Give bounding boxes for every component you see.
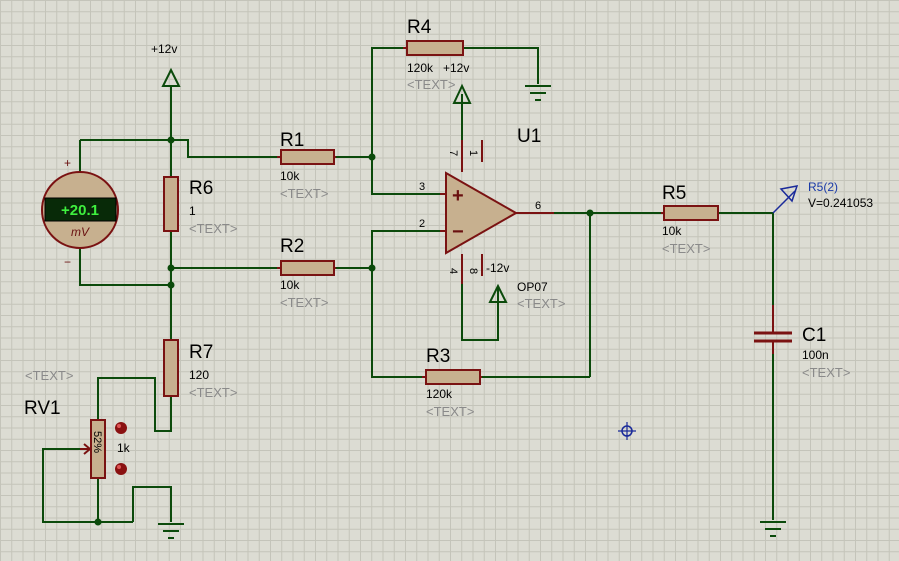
component-value: 10k xyxy=(280,278,300,292)
ground-symbol-r4[interactable] xyxy=(525,85,551,101)
component-value: 1 xyxy=(189,204,196,218)
power-label: +12v xyxy=(151,42,177,56)
placeholder-text: <TEXT> xyxy=(189,385,237,400)
component-value: 120k xyxy=(407,61,434,75)
voltage-probe[interactable]: R5(2) V=0.241053 xyxy=(772,180,873,214)
power-label: +12v xyxy=(443,61,469,75)
probe-reading: V=0.241053 xyxy=(808,196,873,210)
resistor-r4[interactable]: R4 120k <TEXT> xyxy=(403,17,464,92)
component-value: 10k xyxy=(280,169,300,183)
component-value: 120k xyxy=(426,387,453,401)
component-value: 10k xyxy=(662,224,682,238)
power-terminal-top[interactable]: +12v xyxy=(151,42,181,87)
component-ref: R2 xyxy=(280,236,304,257)
capacitor-c1[interactable]: C1 100n <TEXT> xyxy=(754,305,850,380)
power-terminal-opamp-neg[interactable]: -12v xyxy=(486,261,509,303)
component-value: 120 xyxy=(189,368,209,382)
component-ref: R7 xyxy=(189,342,213,363)
opamp-u1[interactable]: + − 3 2 6 7 1 4 8 U1 OP07 <TEXT> xyxy=(419,126,565,311)
pin-number: 8 xyxy=(467,268,479,274)
placeholder-text: <TEXT> xyxy=(189,221,237,236)
origin-marker-icon[interactable] xyxy=(618,422,636,440)
component-ref: R5 xyxy=(662,183,686,204)
junction-dot xyxy=(368,153,376,161)
meter-minus-label: − xyxy=(64,255,71,269)
junction-dot xyxy=(167,264,175,272)
junction-dot xyxy=(368,264,376,272)
power-terminal-opamp-pos[interactable]: +12v xyxy=(443,61,472,104)
component-value: 100n xyxy=(802,348,829,362)
probe-name: R5(2) xyxy=(808,180,838,194)
resistor-r1[interactable]: R1 10k <TEXT> xyxy=(277,130,336,201)
pin-number: 1 xyxy=(467,150,479,156)
resistor-r7[interactable]: R7 120 <TEXT> xyxy=(163,339,237,400)
component-ref: RV1 xyxy=(24,398,61,419)
ground-symbol-c1[interactable] xyxy=(760,521,786,537)
pin-number: 7 xyxy=(447,150,459,156)
junction-dot xyxy=(94,518,102,526)
component-ref: R4 xyxy=(407,17,432,38)
placeholder-text: <TEXT> xyxy=(280,295,328,310)
power-label: -12v xyxy=(486,261,509,275)
placeholder-text: <TEXT> xyxy=(802,365,850,380)
junction-dot xyxy=(167,136,175,144)
pin-number: 2 xyxy=(419,218,425,230)
resistor-r3[interactable]: R3 120k <TEXT> xyxy=(422,346,482,419)
component-ref: R3 xyxy=(426,346,450,367)
inverting-sign: − xyxy=(452,221,464,243)
button-highlight xyxy=(117,465,121,469)
placeholder-text: <TEXT> xyxy=(280,186,328,201)
component-value: 1k xyxy=(117,441,131,455)
increment-button[interactable] xyxy=(115,422,127,434)
millivoltmeter[interactable]: +20.1 mV + − xyxy=(41,156,119,269)
placeholder-text: <TEXT> xyxy=(662,241,710,256)
placeholder-text: <TEXT> xyxy=(426,404,474,419)
button-highlight xyxy=(117,424,121,428)
ground-symbol-rv1[interactable] xyxy=(158,523,184,539)
decrement-button[interactable] xyxy=(115,463,127,475)
placeholder-text: <TEXT> xyxy=(407,77,455,92)
junction-dot xyxy=(167,281,175,289)
junctions xyxy=(94,136,594,526)
component-ref: R1 xyxy=(280,130,304,151)
component-ref: R6 xyxy=(189,178,213,199)
pin-number: 4 xyxy=(447,268,459,274)
pin-number: 6 xyxy=(535,200,541,212)
component-ref: C1 xyxy=(802,325,826,346)
meter-display xyxy=(44,197,117,222)
pin-number: 3 xyxy=(419,181,425,193)
potentiometer-rv1[interactable]: 52% RV1 1k <TEXT> xyxy=(24,368,131,479)
meter-reading: +20.1 xyxy=(61,202,99,219)
wiper-percent: 52% xyxy=(91,431,103,453)
component-part: OP07 xyxy=(517,280,548,294)
noninverting-sign: + xyxy=(452,185,464,207)
placeholder-text: <TEXT> xyxy=(517,296,565,311)
meter-unit: mV xyxy=(71,225,90,239)
resistor-r2[interactable]: R2 10k <TEXT> xyxy=(277,236,336,310)
resistor-r5[interactable]: R5 10k <TEXT> xyxy=(661,183,719,256)
junction-dot xyxy=(586,209,594,217)
wires xyxy=(42,47,774,523)
component-ref: U1 xyxy=(517,126,541,147)
meter-plus-label: + xyxy=(64,156,71,170)
resistor-r6[interactable]: R6 1 <TEXT> xyxy=(163,176,237,236)
placeholder-text: <TEXT> xyxy=(25,368,73,383)
